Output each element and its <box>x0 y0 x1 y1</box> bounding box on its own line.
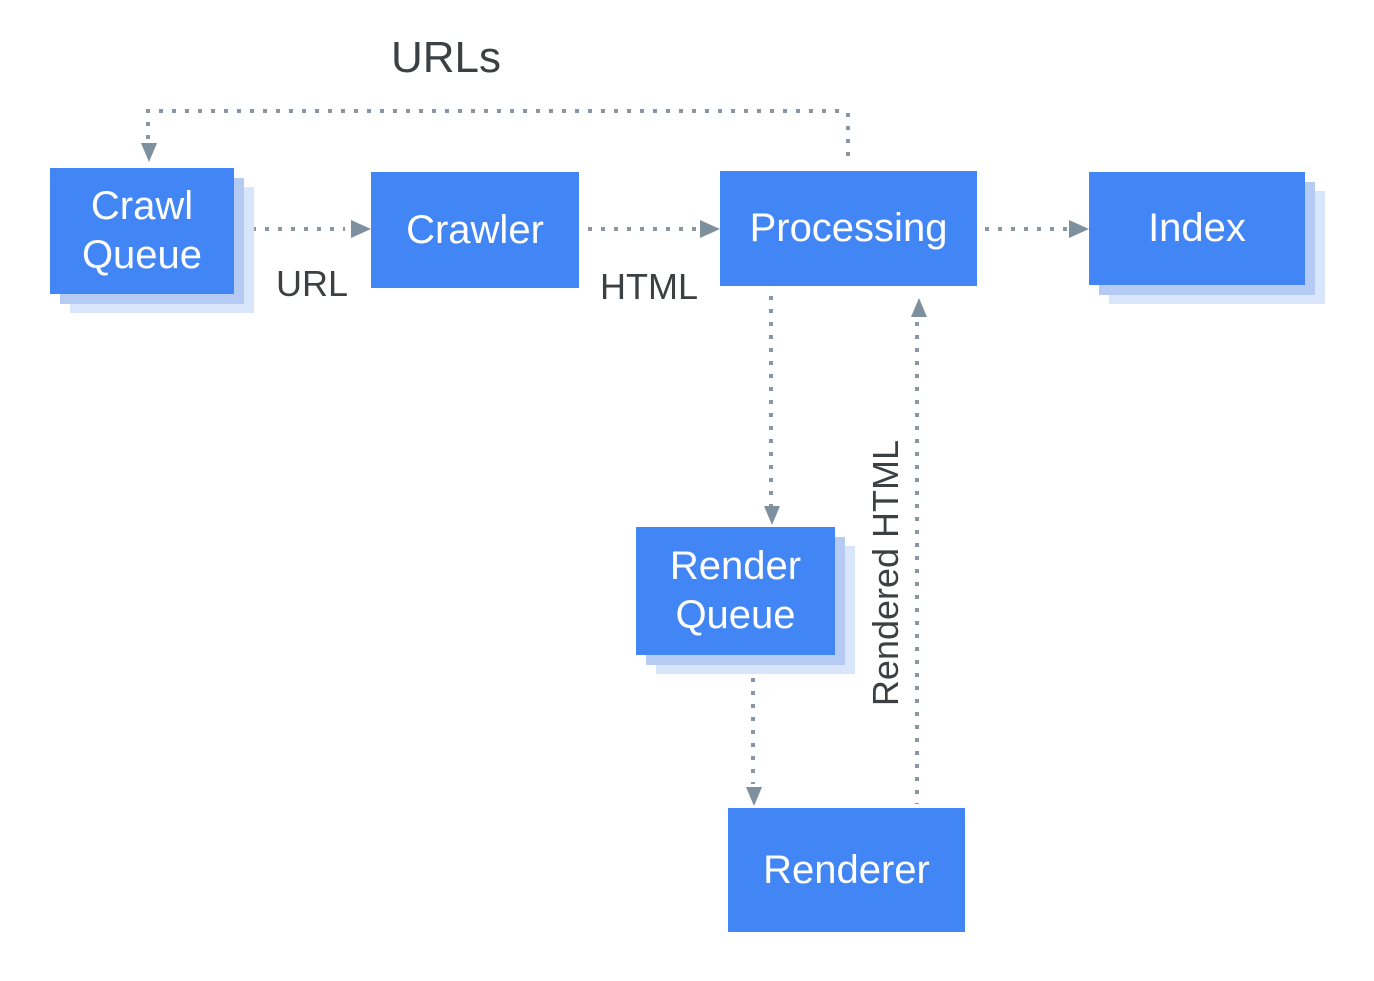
edge-html-label: HTML <box>600 266 698 307</box>
node-processing: Processing <box>720 171 977 286</box>
node-crawl-queue: Crawl Queue <box>50 168 234 294</box>
edge-html-line <box>588 227 696 231</box>
node-index-label: Index <box>1148 206 1246 251</box>
node-crawler: Crawler <box>371 172 579 288</box>
edge-urls-line-vertical-left <box>146 122 150 142</box>
node-crawl-queue-label: Crawl Queue <box>81 184 203 277</box>
edge-urls-label: URLs <box>391 33 502 82</box>
node-processing-label: Processing <box>749 206 948 251</box>
edge-rendered-html-line <box>915 322 919 804</box>
edge-url-arrowhead-right-icon <box>351 220 371 238</box>
edge-render-queue-to-renderer-line <box>751 678 755 784</box>
edge-urls-arrowhead-down-icon <box>141 143 157 162</box>
edge-processing-to-index-arrowhead-right-icon <box>1069 220 1089 238</box>
node-index: Index <box>1089 172 1305 285</box>
node-renderer-label: Renderer <box>763 847 930 892</box>
node-render-queue: Render Queue <box>636 527 835 655</box>
edge-render-queue-to-renderer-arrowhead-down-icon <box>746 787 762 806</box>
node-crawler-label: Crawler <box>406 207 544 252</box>
edge-processing-to-render-queue-line <box>769 296 773 506</box>
edge-urls-line-vertical-right <box>846 113 850 163</box>
edge-processing-to-render-queue-arrowhead-down-icon <box>764 506 780 525</box>
edge-processing-to-index-line <box>985 227 1067 231</box>
node-renderer: Renderer <box>728 808 965 932</box>
edge-urls-line-horizontal <box>146 109 848 113</box>
edge-rendered-html-arrowhead-up-icon <box>911 298 927 317</box>
edge-url-label: URL <box>276 263 349 304</box>
edge-rendered-html-label: Rendered HTML <box>865 439 906 707</box>
node-render-queue-label: Render Queue <box>669 544 802 637</box>
edge-url-line <box>252 227 345 231</box>
edge-html-arrowhead-right-icon <box>700 220 720 238</box>
